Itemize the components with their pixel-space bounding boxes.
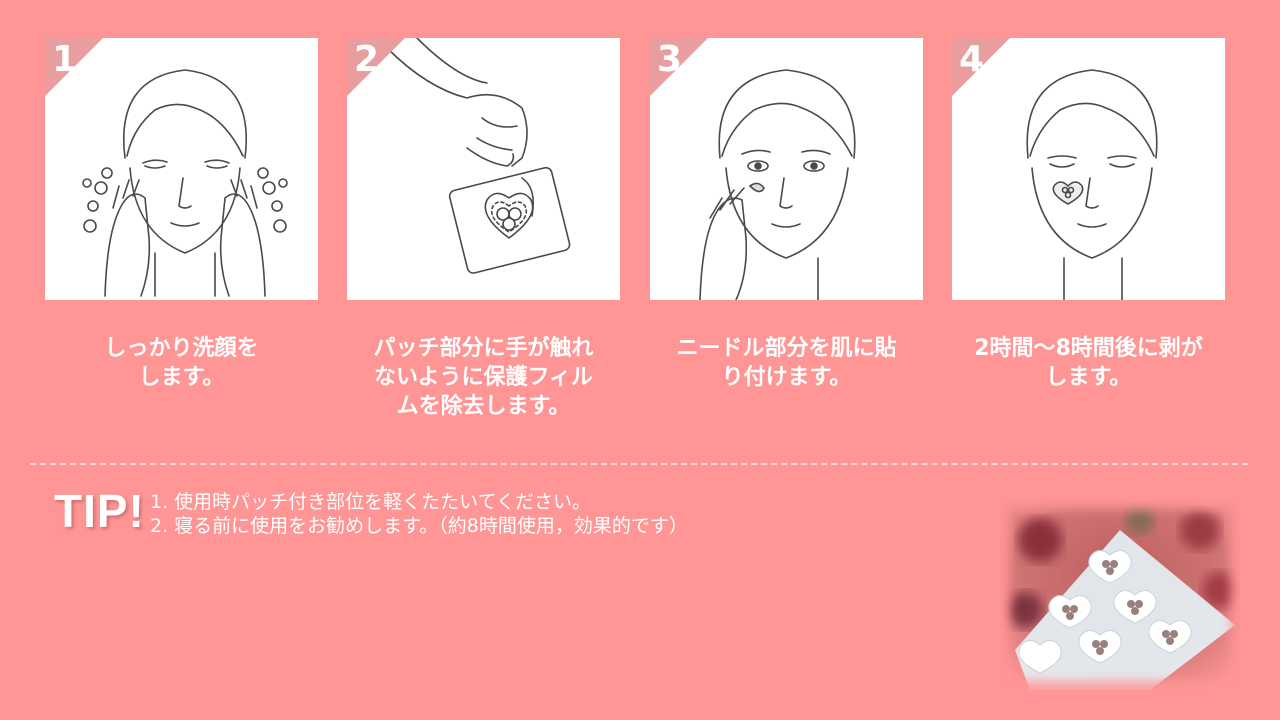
step-card-3: 3 [650, 38, 923, 300]
step-text-3: ニードル部分を肌に貼 り付けます。 [650, 334, 923, 392]
step-text-line: り付けます。 [721, 365, 852, 390]
hand-peeling-film-illustration [386, 38, 571, 274]
step-text-line: ムを除去します。 [396, 394, 571, 419]
step-number: 3 [657, 39, 683, 80]
step-number-corner [347, 38, 405, 96]
step-number: 4 [959, 39, 985, 80]
step-text-line: します。 [138, 365, 225, 390]
applying-patch-illustration [699, 69, 856, 300]
step-card-2: 2 [347, 38, 620, 300]
face-washing-illustration [82, 69, 288, 297]
step-card-1: 1 [45, 38, 318, 300]
tip-item: 1. 使用時パッチ付き部位を軽くたたいてください。 [150, 491, 592, 513]
step-text-line: ないように保護フィル [373, 365, 594, 390]
step-number-corner [45, 38, 103, 96]
step-text-4: 2時間〜8時間後に剥が します。 [952, 334, 1225, 392]
step-number-corner [650, 38, 708, 96]
step-text-line: しっかり洗顔を [104, 336, 259, 361]
step-number-corner [952, 38, 1010, 96]
tip-list: 1. 使用時パッチ付き部位を軽くたたいてください。 2. 寝る前に使用をお勧めし… [150, 490, 688, 538]
step-text-line: ニードル部分を肌に貼 [676, 336, 897, 361]
step-text-line: 2時間〜8時間後に剥が [974, 336, 1203, 361]
step-number: 1 [52, 39, 78, 80]
step-text-line: パッチ部分に手が触れ [373, 336, 594, 361]
tip-item: 2. 寝る前に使用をお勧めします。（約8時間使用，効果的です） [150, 515, 688, 537]
step-number: 2 [354, 39, 380, 80]
product-photo [1000, 500, 1240, 690]
patch-on-cheek-illustration [1026, 69, 1158, 300]
step-text-1: しっかり洗顔を します。 [45, 334, 318, 392]
step-text-2: パッチ部分に手が触れ ないように保護フィル ムを除去します。 [347, 334, 620, 421]
step-card-4: 4 [952, 38, 1225, 300]
dashed-divider [30, 463, 1248, 465]
tip-label: TIP! [54, 485, 145, 537]
step-text-line: します。 [1045, 365, 1132, 390]
